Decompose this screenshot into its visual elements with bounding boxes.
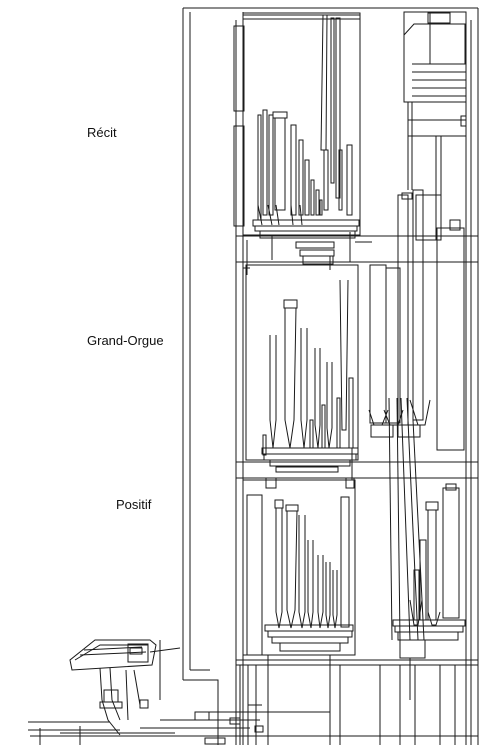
pedal-pipes	[369, 190, 464, 640]
recit-division	[234, 13, 372, 275]
label-grand-orgue: Grand-Orgue	[87, 333, 164, 348]
right-lower-pipes	[393, 484, 465, 745]
label-positif: Positif	[116, 497, 152, 512]
lower-frame	[30, 665, 478, 745]
console	[28, 640, 180, 745]
label-recit: Récit	[87, 125, 117, 140]
grand-orgue-division	[246, 265, 358, 480]
positif-division	[243, 478, 355, 745]
wind-supply	[404, 12, 466, 240]
